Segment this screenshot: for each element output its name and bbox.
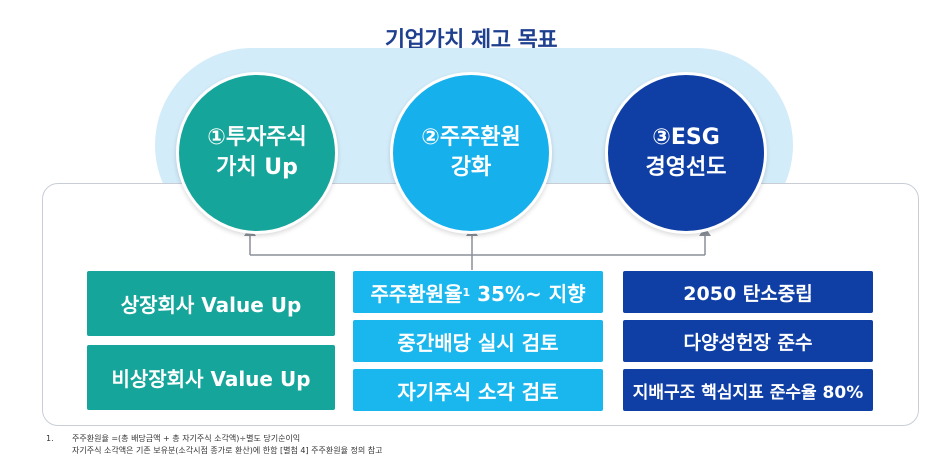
interim-dividend-review: 중간배당 실시 검토 <box>353 320 603 362</box>
goal-2-line2: 강화 <box>450 155 492 180</box>
return-ratio-value: 35%~ 지향 <box>470 281 586 306</box>
footnote-number: 1. <box>46 434 54 443</box>
goal-2-line1: ②주주환원 <box>421 125 521 151</box>
unlisted-company-value-up: 비상장회사 Value Up <box>87 345 335 410</box>
footnote-line-2: 자기주식 소각액은 기존 보유분(소각시점 종가로 환산)에 한함 [별첨 4]… <box>46 445 383 456</box>
diversity-charter-compliance: 다양성헌장 준수 <box>623 320 873 362</box>
treasury-stock-cancellation-review: 자기주식 소각 검토 <box>353 369 603 411</box>
goal-1-line2: 가치 Up <box>216 155 298 180</box>
goal-esg-leadership: ③ESG 경영선도 <box>605 72 767 234</box>
carbon-neutrality-2050: 2050 탄소중립 <box>623 271 873 313</box>
goal-invested-stock-value-up: ①투자주식 가치 Up <box>176 72 338 234</box>
footnote-text-1: 주주환원율 =(총 배당금액 + 총 자기주식 소각액)÷별도 당기순이익 <box>72 434 301 443</box>
footnote-marker: 1 <box>462 285 471 299</box>
goal-3-line2: 경영선도 <box>645 155 727 180</box>
goal-3-line1: ③ESG <box>652 125 720 151</box>
footnote-text-2: 자기주식 소각액은 기존 보유분(소각시점 종가로 환산)에 한함 [별첨 4]… <box>72 446 383 455</box>
goal-shareholder-return: ②주주환원 강화 <box>390 72 552 234</box>
governance-indicator-compliance: 지배구조 핵심지표 준수율 80% <box>623 369 873 411</box>
goal-1-line1: ①투자주식 <box>207 125 307 151</box>
footnote-line-1: 1. 주주환원율 =(총 배당금액 + 총 자기주식 소각액)÷별도 당기순이익 <box>46 433 300 444</box>
listed-company-value-up: 상장회사 Value Up <box>87 271 335 336</box>
return-ratio-label: 주주환원율 <box>370 281 463 306</box>
